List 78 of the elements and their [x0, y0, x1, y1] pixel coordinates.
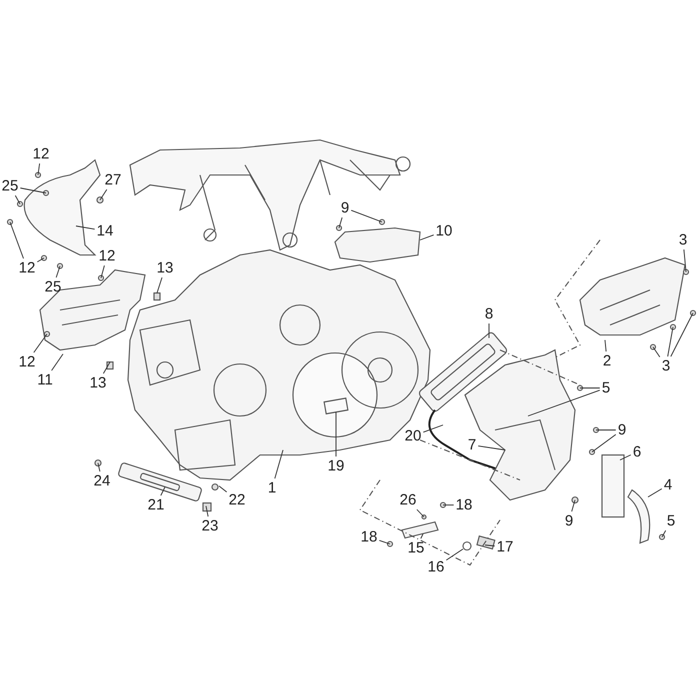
leader-line [416, 509, 424, 518]
leader-line [156, 277, 162, 294]
leader-line [667, 326, 674, 357]
callout-number: 8 [484, 306, 494, 322]
callout-number: 2 [602, 352, 612, 370]
leader-line [350, 210, 382, 222]
callout-number: 24 [92, 472, 112, 490]
leader-line [652, 346, 660, 358]
callout-number: 25 [44, 278, 62, 296]
leader-line [592, 434, 616, 452]
leader-line [20, 188, 46, 194]
callout-number: 17 [496, 538, 514, 556]
callout-number: 20 [404, 428, 422, 444]
callout-number: 27 [104, 172, 122, 188]
leader-line [76, 226, 96, 230]
callout-number: 16 [426, 558, 446, 576]
callout-number: 4 [662, 476, 674, 494]
leader-line [378, 540, 390, 544]
leader-line [100, 265, 105, 278]
leader-line [56, 266, 60, 278]
callout-number: 21 [146, 496, 166, 514]
callout-number: 12 [18, 354, 36, 370]
callout-number: 19 [326, 458, 346, 474]
leader-line [620, 454, 632, 460]
leader-line [206, 506, 209, 517]
callout-number: 15 [406, 540, 426, 556]
callout-number: 1 [266, 480, 278, 496]
callout-number: 18 [454, 496, 474, 514]
leader-line [160, 486, 166, 496]
leader-line [571, 500, 576, 512]
leader-line [100, 189, 108, 200]
leader-line [662, 530, 666, 538]
callout-number: 5 [600, 380, 612, 396]
callout-number: 5 [666, 512, 676, 530]
leader-line [38, 163, 40, 176]
leader-line [98, 462, 100, 472]
callout-number: 13 [156, 260, 174, 276]
leader-line [488, 323, 490, 338]
callout-number: 13 [88, 374, 108, 392]
leader-line [478, 445, 506, 450]
leader-line [683, 249, 686, 272]
leader-line [14, 195, 20, 204]
leader-line [528, 390, 600, 416]
callout-number: 23 [200, 518, 220, 534]
leader-line [51, 354, 64, 371]
leader-line [442, 504, 454, 506]
leader-line [102, 362, 110, 374]
callout-number: 3 [660, 358, 672, 374]
callout-number: 9 [340, 200, 350, 216]
leader-line [36, 258, 44, 262]
callout-number: 9 [564, 512, 574, 530]
callout-number: 12 [18, 260, 36, 276]
leader-line [338, 217, 343, 228]
leader-line [274, 450, 284, 479]
leader-line [33, 334, 48, 353]
callout-number: 12 [32, 146, 50, 162]
callout-number: 26 [398, 492, 418, 508]
callout-number: 10 [434, 222, 454, 240]
callout-number: 3 [678, 232, 688, 248]
leader-line [484, 544, 496, 546]
leader-line [446, 548, 464, 561]
callout-number: 11 [36, 372, 54, 388]
leader-line [218, 486, 228, 492]
leader-line [420, 534, 424, 539]
callout-number: 18 [360, 528, 378, 546]
leader-line [604, 340, 607, 352]
callout-number: 7 [466, 436, 478, 454]
callout-number: 6 [632, 444, 642, 460]
callout-number: 14 [96, 222, 114, 240]
leader-line [648, 488, 662, 498]
callout-number: 12 [98, 248, 116, 264]
callout-number: 22 [228, 492, 246, 508]
callout-number: 25 [0, 178, 20, 194]
leader-line [422, 424, 444, 433]
leader-line [670, 312, 694, 357]
leader-line [420, 234, 434, 240]
callout-number: 9 [616, 422, 628, 438]
leader-line [10, 222, 24, 259]
